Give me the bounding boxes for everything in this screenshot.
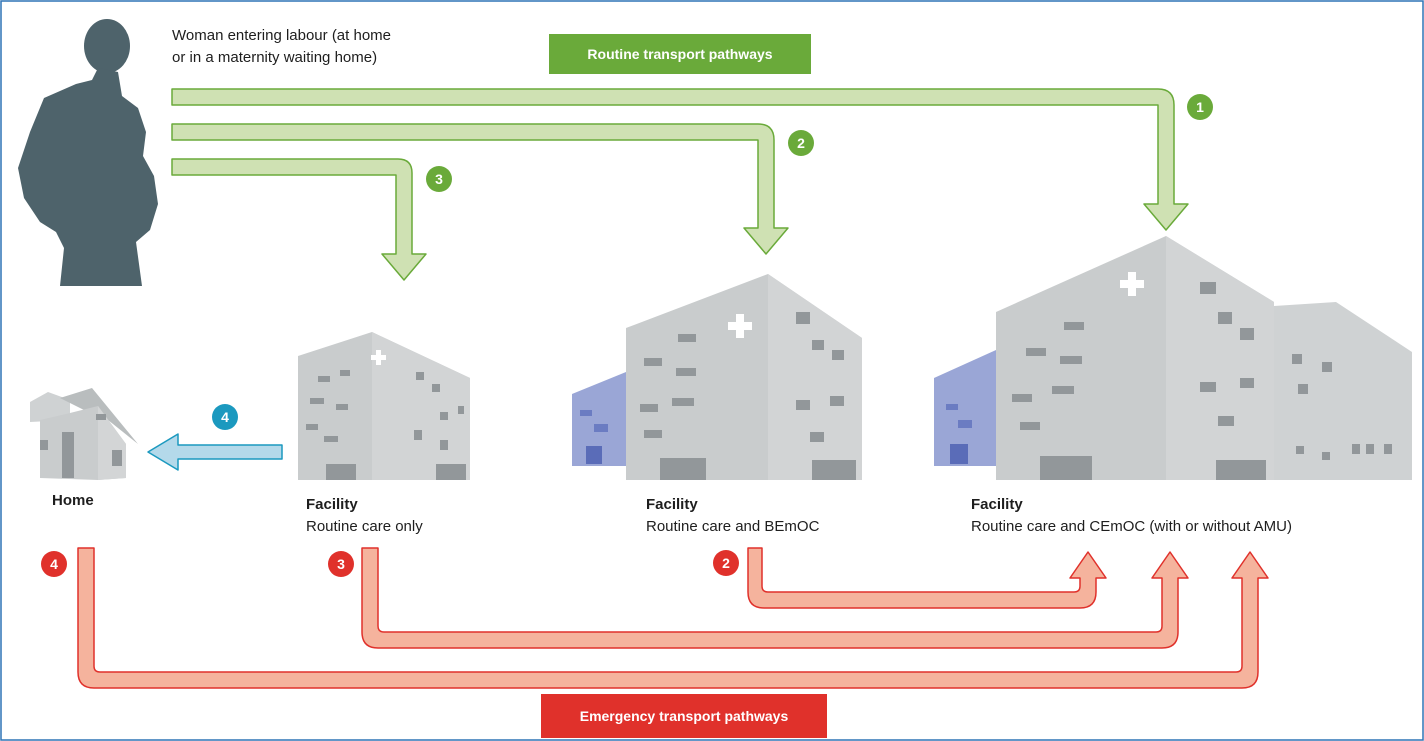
routine-arrows (171, 88, 1189, 281)
home-label: Home (52, 492, 94, 509)
emergency-arrows (77, 547, 1269, 689)
woman-caption-line-2: or in a maternity waiting home) (172, 49, 378, 66)
emergency-pathways-header: Emergency transport pathways (541, 694, 827, 738)
facility-cemoc-building (934, 236, 1412, 480)
emergency-marker-3: 3 (328, 551, 354, 577)
facility-bemoc-title: Facility (646, 496, 698, 513)
routine-marker-3: 3 (426, 166, 452, 192)
routine-marker-2: 2 (788, 130, 814, 156)
facility-cemoc-title: Facility (971, 496, 1023, 513)
emergency-marker-2: 2 (713, 550, 739, 576)
facility-routine-title: Facility (306, 496, 358, 513)
facility-routine-subtitle: Routine care only (306, 518, 423, 535)
routine-arrow-2 (171, 123, 789, 255)
routine-arrow-1 (171, 88, 1189, 231)
emergency-arrow-2 (747, 547, 1107, 609)
routine-arrow-3 (171, 158, 427, 281)
emergency-arrow-4 (77, 547, 1269, 689)
cross-icon (1120, 272, 1144, 296)
facility-bemoc-subtitle: Routine care and BEmOC (646, 518, 820, 535)
emergency-marker-4: 4 (41, 551, 67, 577)
cross-icon (371, 350, 386, 365)
facility-cemoc-subtitle: Routine care and CEmOC (with or without … (971, 518, 1292, 535)
pregnant-woman-silhouette (18, 19, 158, 286)
home-return-marker: 4 (212, 404, 238, 430)
facility-bemoc-building (572, 274, 862, 480)
home-house-icon (30, 388, 138, 480)
routine-marker-1: 1 (1187, 94, 1213, 120)
facility-routine-building (298, 332, 470, 480)
cross-icon (728, 314, 752, 338)
routine-pathways-header: Routine transport pathways (549, 34, 811, 74)
emergency-arrow-3 (361, 547, 1189, 649)
return-home-arrow (147, 433, 283, 471)
woman-caption-line-1: Woman entering labour (at home (172, 27, 392, 44)
